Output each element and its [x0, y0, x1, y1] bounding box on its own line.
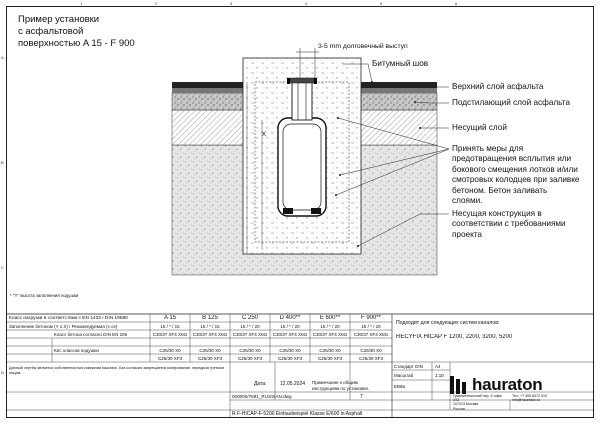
logo-mark-icon: [450, 376, 466, 394]
table-cell: C25/30 XF3: [197, 356, 222, 361]
callout-structure: Несущая конструкция в соответствии с тре…: [452, 209, 566, 239]
load-class-c250: C 250: [241, 315, 258, 321]
grid-mark-top: 1: [80, 1, 83, 6]
system-list: RECYFIX HICAP F 1200, 2200, 3200, 5200: [396, 334, 513, 340]
table-cell: C30/37 XF4 XM1: [232, 332, 268, 337]
table-cell: C25/30 X0: [159, 348, 181, 353]
scale-value: 1:10: [435, 373, 444, 378]
grid-mark-top: 6: [455, 1, 458, 6]
table-cell: C25/30 X0: [199, 348, 221, 353]
table-row3-label: Класс бетона согласно DIN EN 206: [54, 332, 128, 337]
sheet-number: 7: [360, 394, 363, 400]
drawing-frame: [6, 6, 594, 418]
callout-top-asphalt: Верхний слой асфальта: [452, 82, 544, 91]
standard-value: A4: [435, 364, 441, 369]
load-class-f900: F 900**: [360, 315, 381, 321]
drawing-number: 000000/7891_RUSSIAN.dwg: [232, 394, 292, 399]
date-label: Дата:: [254, 381, 267, 387]
drawing-title: Пример установки с асфальтовой поверхнос…: [18, 14, 135, 49]
table-cell: C25/30 X0: [239, 348, 261, 353]
table-row1-label: Класс нагрузки в соответствии с EN 1433 …: [9, 316, 128, 321]
grid-mark-top: 4: [305, 1, 308, 6]
callout-bitumen-joint: Битумный шов: [372, 59, 429, 68]
load-class-e600: E 600**: [319, 315, 341, 321]
table-cell: C30/37 XF4 XM1: [192, 332, 228, 337]
grid-mark-side: C: [1, 265, 4, 270]
table-cell: 15 / * / 20: [361, 324, 381, 329]
load-class-a15: A 15: [163, 315, 176, 321]
standard-label: Стандарт DIN: [394, 364, 423, 369]
callout-measures: Принять меры для предотвращения всплытия…: [452, 144, 580, 206]
logo-text: hauraton: [472, 375, 543, 394]
table-row4-label: Кат. классов подушки: [54, 348, 99, 353]
table-cell: 15 / * / 20: [240, 324, 260, 329]
load-class-d400: D 400**: [279, 315, 301, 321]
system-header: Подходит для следующих систем каналов:: [396, 320, 500, 326]
table-cell: 15 / * / 15: [200, 324, 220, 329]
footnote: * "Y" высота заполнения подушки: [10, 293, 79, 298]
table-cell: C25/30 XF3: [277, 356, 302, 361]
table-cell: C30/37 XF4 XM1: [353, 332, 389, 337]
table-cell: C25/30 XF3: [358, 356, 383, 361]
load-class-b125: B 125: [202, 315, 218, 321]
table-cell: C30/37 XF4 XM1: [312, 332, 348, 337]
table-cell: C25/30 X0: [360, 348, 382, 353]
callout-base-asphalt: Подстилающий слой асфальта: [452, 98, 570, 107]
scale-label: Масштаб: [394, 373, 414, 378]
drawing-note: Примечание к общим инструкциям по устано…: [312, 380, 370, 391]
table-cell: C25/30 X0: [279, 348, 301, 353]
table-row2-label: Заполнение бетоном (Y x X) / Рекомендуем…: [9, 324, 118, 329]
hauraton-logo: hauraton: [450, 374, 560, 396]
table-cell: C30/37 XF4 XM1: [272, 332, 308, 337]
drawing-footer: R F-HICAP-F-5200 Einbaubeispiel Klasse E…: [232, 411, 363, 417]
grid-mark-top: 5: [380, 1, 383, 6]
table-cell: 15 / * / 20: [320, 324, 340, 329]
table-cell: C25/30 XF3: [237, 356, 262, 361]
grid-mark-side: A: [1, 55, 4, 60]
table-cell: C25/30 X0: [319, 348, 341, 353]
table-cell: 15 / * / 20: [280, 324, 300, 329]
grid-mark-side: D: [1, 370, 4, 375]
table-cell: C25/30 XF3: [317, 356, 342, 361]
grid-mark-top: 3: [230, 1, 233, 6]
contact: Тел. +7 495 6372 010 info@hauraton.ru: [512, 394, 548, 403]
table-cell: C30/37 XF4 XM1: [152, 332, 188, 337]
grid-mark-side: B: [1, 160, 4, 165]
format-label: EB8a: [394, 384, 406, 389]
table-cell: C25/30 XF3: [157, 356, 182, 361]
dimension-label: 3-5 mm долговечный выступ: [318, 43, 408, 50]
dimension-x-label: X: [262, 132, 267, 138]
grid-mark-top: 2: [155, 1, 158, 6]
date-value: 12.05.2024: [280, 381, 306, 387]
disclaimer: Данный чертёж является собственностью ко…: [9, 366, 225, 375]
address: Гуманистический пер. 6 офис 243 107023 М…: [453, 394, 503, 411]
callout-base-layer: Несущий слой: [452, 123, 507, 132]
table-cell: 15 / * / 15: [160, 324, 180, 329]
